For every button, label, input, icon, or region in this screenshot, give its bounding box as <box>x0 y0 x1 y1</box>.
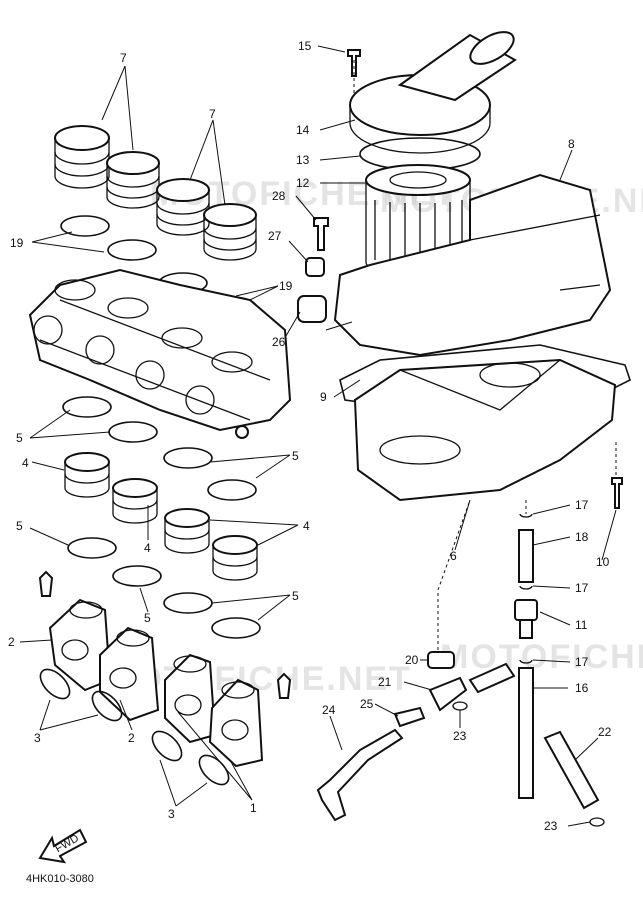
callout-19b: 19 <box>279 279 293 293</box>
callout-12: 12 <box>296 176 310 190</box>
callout-2a: 2 <box>8 635 15 649</box>
callout-9: 9 <box>320 390 327 404</box>
cap-20 <box>427 651 455 669</box>
callout-19a: 19 <box>10 236 24 250</box>
callout-5b: 5 <box>292 449 299 463</box>
callout-labels: 7 7 19 19 5 5 4 4 4 5 5 5 2 2 3 3 1 15 1… <box>8 39 612 833</box>
bolt-left-top <box>38 570 54 597</box>
clip-17b <box>519 585 533 590</box>
intake-manifold-2d <box>208 678 264 768</box>
drawing-code: 4HK010-3080 <box>26 873 94 885</box>
callout-3a: 3 <box>34 731 41 745</box>
callout-3b: 3 <box>168 807 175 821</box>
drain-plug-11 <box>514 599 538 639</box>
callout-26: 26 <box>272 335 286 349</box>
carb-joint-7c <box>156 178 210 236</box>
callout-7b: 7 <box>209 107 216 121</box>
carburetor-assembly <box>28 268 292 439</box>
callout-17a: 17 <box>575 498 589 512</box>
callout-24: 24 <box>322 703 336 717</box>
hose-clamps-5-group-b <box>67 537 261 639</box>
callout-4a: 4 <box>22 456 29 470</box>
callout-23b: 23 <box>544 819 558 833</box>
clip-25 <box>393 706 426 728</box>
carb-joint-7b <box>106 151 160 209</box>
fwd-arrow-icon: FWD <box>38 828 88 864</box>
callout-17b: 17 <box>575 581 589 595</box>
intake-joint-4d <box>212 535 258 581</box>
clip-17a <box>519 513 533 518</box>
callout-16: 16 <box>575 681 589 695</box>
drain-hose-18 <box>518 529 534 583</box>
callout-4b: 4 <box>144 541 151 555</box>
grommet-26 <box>297 295 327 323</box>
air-cleaner-case-6 <box>353 358 617 502</box>
hose-22 <box>543 730 600 810</box>
callout-2b: 2 <box>128 731 135 745</box>
assembly-line-20 <box>437 499 471 650</box>
callout-7a: 7 <box>120 51 127 65</box>
bolt-left-bottom <box>276 672 292 699</box>
air-cleaner-cover-14 <box>349 31 517 154</box>
callout-5c: 5 <box>16 519 23 533</box>
callout-25: 25 <box>360 697 374 711</box>
callout-20: 20 <box>405 653 419 667</box>
intake-manifold-2b <box>99 626 160 722</box>
carb-joint-7d <box>203 203 257 261</box>
callout-5e: 5 <box>292 589 299 603</box>
clip-23b <box>589 817 605 827</box>
screw-10 <box>611 477 623 509</box>
callout-13: 13 <box>296 153 310 167</box>
callout-17c: 17 <box>575 655 589 669</box>
callout-5d: 5 <box>144 611 151 625</box>
drain-hose-16 <box>518 667 534 799</box>
carb-joint-7a <box>54 125 110 189</box>
leader-lines <box>19 45 617 827</box>
watermark-bottom-right: MOTOFICHE.NET <box>440 638 643 676</box>
intake-joint-4c <box>164 508 210 554</box>
hose-24 <box>316 728 404 822</box>
callout-28: 28 <box>272 189 286 203</box>
callout-10: 10 <box>596 555 610 569</box>
callout-1: 1 <box>250 801 257 815</box>
intake-joint-4a <box>64 452 110 498</box>
clip-23a <box>452 701 468 711</box>
callout-6: 6 <box>450 549 457 563</box>
collar-27 <box>305 257 325 277</box>
callout-27: 27 <box>268 229 282 243</box>
callout-14: 14 <box>296 123 310 137</box>
intake-joint-4b <box>112 478 158 524</box>
hose-joint <box>468 662 516 694</box>
joint-21 <box>428 676 468 712</box>
callout-21: 21 <box>378 675 392 689</box>
clip-17c <box>519 659 533 664</box>
callout-4c: 4 <box>303 519 310 533</box>
callout-11: 11 <box>575 618 588 632</box>
callout-18: 18 <box>575 530 589 544</box>
callout-22: 22 <box>598 725 612 739</box>
callout-15: 15 <box>298 39 312 53</box>
callout-23a: 23 <box>453 729 467 743</box>
callout-5a: 5 <box>16 431 23 445</box>
callout-8: 8 <box>568 137 575 151</box>
bolt-28 <box>313 217 329 251</box>
